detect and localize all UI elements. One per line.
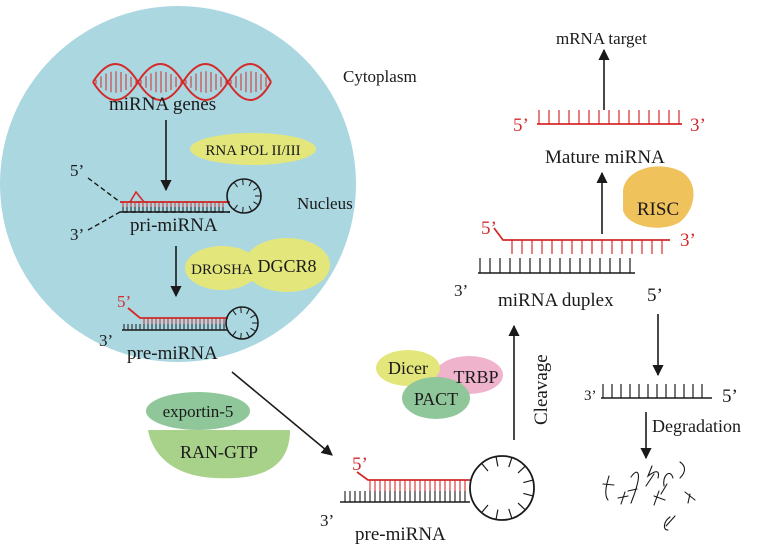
drosha-protein (185, 246, 259, 290)
pre-mirna-nucleus-label: pre-miRNA (127, 343, 218, 364)
dicer-label: Dicer (388, 358, 428, 378)
pri-three-end: 3’ (70, 225, 84, 244)
mature-mirna-label: Mature miRNA (545, 147, 665, 168)
mature-mirna-strand (537, 110, 682, 125)
pre-mirna-cytoplasm-hairpin (340, 455, 535, 521)
nucleus-region (0, 6, 356, 362)
passenger-three-end: 3’ (584, 388, 597, 404)
passenger-five-end: 5’ (722, 386, 738, 407)
mirna-duplex-label: miRNA duplex (498, 290, 614, 311)
precyto-three-end: 3’ (320, 511, 334, 530)
pre-mirna-nucleus-hairpin (122, 306, 259, 340)
mrna-target-label: mRNA target (556, 29, 647, 48)
pri-mirna-label: pri-miRNA (130, 215, 218, 236)
duplex-five-end-bottom: 5’ (647, 285, 663, 306)
cytoplasm-label: Cytoplasm (343, 67, 417, 86)
duplex-three-end-red: 3’ (680, 230, 696, 251)
dgcr8-protein (244, 238, 330, 292)
risc-label: RISC (637, 199, 679, 220)
risc-protein (623, 166, 694, 228)
duplex-three-end: 3’ (454, 281, 468, 300)
drosha-label: DROSHA (191, 262, 253, 278)
cleavage-label: Cleavage (531, 354, 552, 425)
pre-mirna-cytoplasm-label: pre-miRNA (355, 524, 446, 545)
exportin-protein (146, 392, 250, 430)
ran-gtp-label: RAN-GTP (180, 442, 258, 462)
prenuc-three-end: 3’ (99, 331, 113, 350)
mature-three-end: 3’ (690, 115, 706, 136)
mirna-genes-label: miRNA genes (109, 94, 216, 115)
passenger-strand (601, 384, 712, 399)
pact-protein (402, 377, 470, 419)
mirna-duplex (478, 227, 670, 274)
dicer-protein (376, 350, 440, 386)
pri-five-end: 5’ (70, 161, 84, 180)
ran-gtp-protein (148, 430, 290, 479)
trbp-label: TRBP (453, 367, 498, 387)
degradation-label: Degradation (652, 416, 741, 436)
exportin-label: exportin-5 (163, 402, 234, 421)
precyto-five-end: 5’ (352, 454, 368, 475)
nucleus-label: Nucleus (297, 194, 353, 213)
dgcr8-label: DGCR8 (257, 256, 316, 276)
rna-pol-protein (190, 133, 316, 165)
degraded-fragments-icon (602, 461, 696, 531)
duplex-five-end: 5’ (481, 218, 497, 239)
dna-helix-icon (92, 63, 272, 101)
arrow-nuclear-export (231, 371, 333, 456)
pact-label: PACT (414, 389, 458, 409)
mature-five-end: 5’ (513, 115, 529, 136)
rna-pol-label: RNA POL II/III (205, 143, 300, 159)
prenuc-five-end: 5’ (117, 292, 131, 311)
pri-mirna-hairpin (87, 177, 262, 231)
